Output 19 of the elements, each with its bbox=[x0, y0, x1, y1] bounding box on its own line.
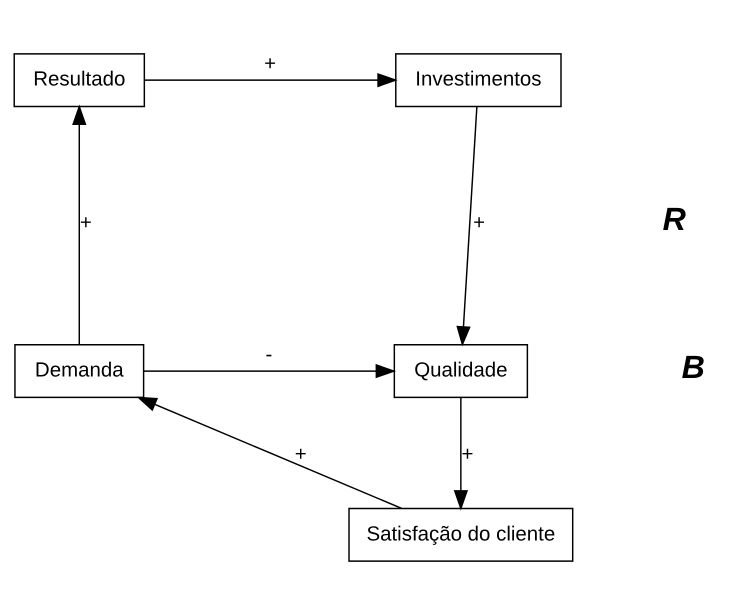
edge-label: + bbox=[473, 210, 486, 234]
edge-label: - bbox=[266, 342, 272, 366]
edge-label: + bbox=[294, 442, 307, 466]
edge-label: + bbox=[264, 52, 276, 75]
node-box: Qualidade bbox=[394, 344, 528, 398]
arrow bbox=[136, 396, 402, 509]
arrow bbox=[144, 363, 396, 378]
label: B bbox=[682, 348, 705, 384]
arrow bbox=[454, 397, 468, 510]
arrow bbox=[144, 72, 398, 87]
node-box: Satisfação do cliente bbox=[348, 507, 574, 562]
node-box: Demanda bbox=[14, 344, 144, 398]
arrow bbox=[72, 104, 86, 344]
label: R bbox=[662, 200, 686, 237]
edge-label: + bbox=[461, 442, 474, 466]
node-box: Investimentos bbox=[395, 52, 562, 107]
arrow bbox=[456, 106, 478, 346]
edge-label: + bbox=[80, 210, 92, 234]
node-box: Resultado bbox=[14, 52, 146, 107]
